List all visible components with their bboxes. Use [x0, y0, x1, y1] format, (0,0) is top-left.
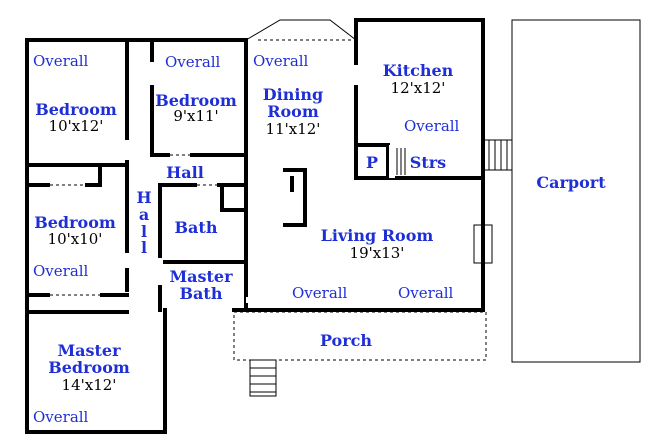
room-name-porch: Porch	[320, 331, 372, 350]
room-name-bedroom-n: Bedroom	[155, 91, 237, 110]
carport-steps	[485, 139, 512, 171]
room-name-master-bath-line2: Bath	[180, 284, 223, 303]
hall-vertical-letter-3: l	[141, 222, 147, 241]
room-name-bedroom-w: Bedroom	[34, 213, 116, 232]
room-size-dining: 11'x12'	[266, 120, 321, 138]
room-name-dining-line1: Dining	[263, 85, 323, 104]
hall-vertical-letter-1: H	[136, 188, 151, 207]
porch-steps	[249, 359, 277, 397]
room-name-master-bedroom-line1: Master	[57, 341, 121, 360]
room-size-kitchen: 12'x12'	[391, 79, 446, 97]
overall-link-dining-room[interactable]: Overall	[253, 52, 309, 70]
room-size-bedroom-w: 10'x10'	[48, 230, 103, 248]
room-name-pantry: P	[366, 153, 378, 172]
door-openings	[50, 62, 395, 311]
room-name-master-bath-line1: Master	[169, 267, 233, 286]
hall-vertical-letter-2: a	[139, 205, 149, 224]
overall-link-kitchen[interactable]: Overall	[404, 117, 460, 135]
room-size-master-bedroom: 14'x12'	[62, 376, 117, 394]
hall-vertical-letter-4: l	[141, 238, 147, 257]
stairs-icon	[396, 148, 406, 175]
room-name-hall: Hall	[166, 163, 204, 182]
room-size-living-room: 19'x13'	[350, 244, 405, 262]
overall-link-bedroom-nw[interactable]: Overall	[33, 52, 89, 70]
room-name-carport: Carport	[536, 173, 606, 192]
overall-link-master-bedroom[interactable]: Overall	[33, 408, 89, 426]
room-size-bedroom-n: 9'x11'	[173, 107, 218, 125]
room-name-master-bedroom-line2: Bedroom	[48, 358, 130, 377]
overall-link-bedroom-n[interactable]: Overall	[165, 53, 221, 71]
window-icon	[473, 224, 493, 264]
room-name-living-room: Living Room	[321, 226, 434, 245]
overall-link-living-room-left[interactable]: Overall	[292, 284, 348, 302]
overall-link-living-room-right[interactable]: Overall	[398, 284, 454, 302]
room-name-bath: Bath	[175, 218, 218, 237]
room-name-dining-line2: Room	[267, 102, 319, 121]
room-size-bedroom-nw: 10'x12'	[49, 117, 104, 135]
carport-outline	[511, 19, 641, 363]
room-name-kitchen: Kitchen	[383, 61, 454, 80]
overall-link-bedroom-w[interactable]: Overall	[33, 262, 89, 280]
room-name-bedroom-nw: Bedroom	[35, 100, 117, 119]
room-name-stairs: Strs	[410, 153, 446, 172]
